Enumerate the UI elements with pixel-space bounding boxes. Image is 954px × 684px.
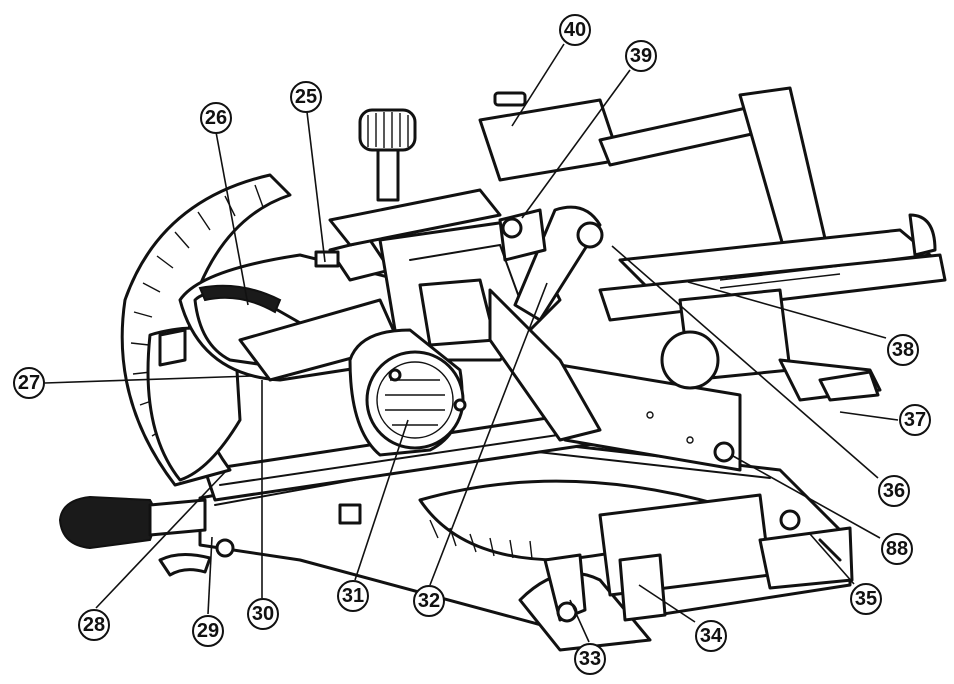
callout-38: 38 (887, 334, 919, 366)
leader-26 (215, 131, 249, 306)
motor-cap (348, 328, 467, 457)
callout-30: 30 (247, 598, 279, 630)
svg-text:36: 36 (883, 480, 905, 502)
leader-28 (95, 469, 228, 609)
svg-text:32: 32 (418, 590, 440, 612)
svg-text:30: 30 (252, 603, 274, 625)
leader-36 (611, 245, 879, 479)
callout-29: 29 (192, 615, 224, 647)
svg-text:35: 35 (855, 588, 877, 610)
saw-base (198, 438, 854, 652)
leader-37 (839, 411, 899, 421)
callout-39: 39 (625, 40, 657, 72)
miter-saw-illustration (58, 86, 947, 652)
leader-29 (207, 536, 213, 615)
svg-text:39: 39 (630, 45, 652, 67)
callout-32: 32 (413, 585, 445, 617)
svg-text:88: 88 (886, 538, 908, 560)
callout-40: 40 (559, 14, 591, 46)
upper-frame (478, 86, 947, 402)
svg-text:40: 40 (564, 19, 586, 41)
svg-text:38: 38 (892, 339, 914, 361)
callout-34: 34 (695, 620, 727, 652)
callout-33: 33 (574, 643, 606, 675)
small-parts (215, 503, 842, 623)
callout-27: 27 (13, 367, 45, 399)
callout-36: 36 (878, 475, 910, 507)
callout-37: 37 (899, 404, 931, 436)
leader-34 (638, 584, 696, 623)
leader-88 (732, 455, 881, 539)
leader-33 (569, 599, 590, 643)
leader-40 (511, 43, 565, 127)
leader-25 (306, 111, 326, 263)
svg-text:31: 31 (342, 585, 364, 607)
callout-26: 26 (200, 102, 232, 134)
leader-31 (354, 419, 409, 581)
blade-guard (120, 173, 292, 487)
callout-35: 35 (850, 583, 882, 615)
svg-text:27: 27 (18, 372, 40, 394)
svg-text:29: 29 (197, 620, 219, 642)
svg-text:28: 28 (83, 614, 105, 636)
side-handle (58, 495, 212, 577)
callout-31: 31 (337, 580, 369, 612)
callout-28: 28 (78, 609, 110, 641)
svg-text:33: 33 (579, 648, 601, 670)
callout-25: 25 (290, 81, 322, 113)
svg-text:34: 34 (700, 625, 723, 647)
leader-lines (44, 43, 899, 643)
slide-handle (488, 205, 604, 442)
svg-text:25: 25 (295, 86, 317, 108)
callout-88: 88 (881, 533, 913, 565)
svg-text:26: 26 (205, 107, 227, 129)
leader-35 (809, 533, 855, 585)
leader-38 (687, 281, 887, 339)
svg-text:37: 37 (904, 409, 926, 431)
leader-27 (44, 375, 253, 384)
leader-32 (429, 282, 548, 586)
leader-39 (521, 69, 631, 219)
